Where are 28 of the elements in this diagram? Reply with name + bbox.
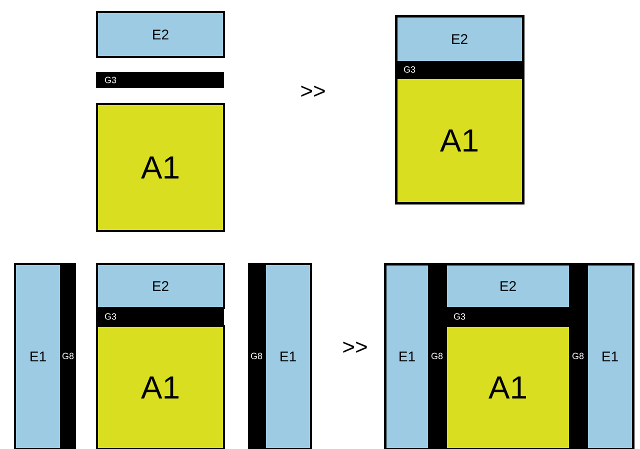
node-label: G8 [62,352,74,360]
square-block: A1 [445,325,571,449]
block: E2 [96,11,225,58]
square-block: A1 [96,325,225,449]
symbol-text: >> [343,342,367,353]
block: E2 [445,263,571,309]
node-label: G8 [572,352,584,360]
block: E2 [96,263,225,309]
node-label: G8 [431,352,443,360]
block: E2 [395,15,524,63]
bar: G8 [60,263,76,449]
bar: G8 [569,263,587,449]
node-label: G8 [250,352,262,360]
bar: G8 [428,263,446,449]
bar: G3 [96,72,224,88]
square-block: A1 [96,103,225,232]
bar: G3 [445,307,570,326]
block: E1 [14,263,62,449]
bar: G3 [96,307,224,326]
symbol-text: >> [301,86,325,97]
block: E1 [586,263,634,449]
frame [395,15,524,204]
bar: G8 [248,263,265,449]
frame [384,263,634,449]
square-block: A1 [395,77,524,204]
block: E1 [264,263,312,449]
block: E1 [384,263,430,449]
bar: G3 [395,61,523,78]
